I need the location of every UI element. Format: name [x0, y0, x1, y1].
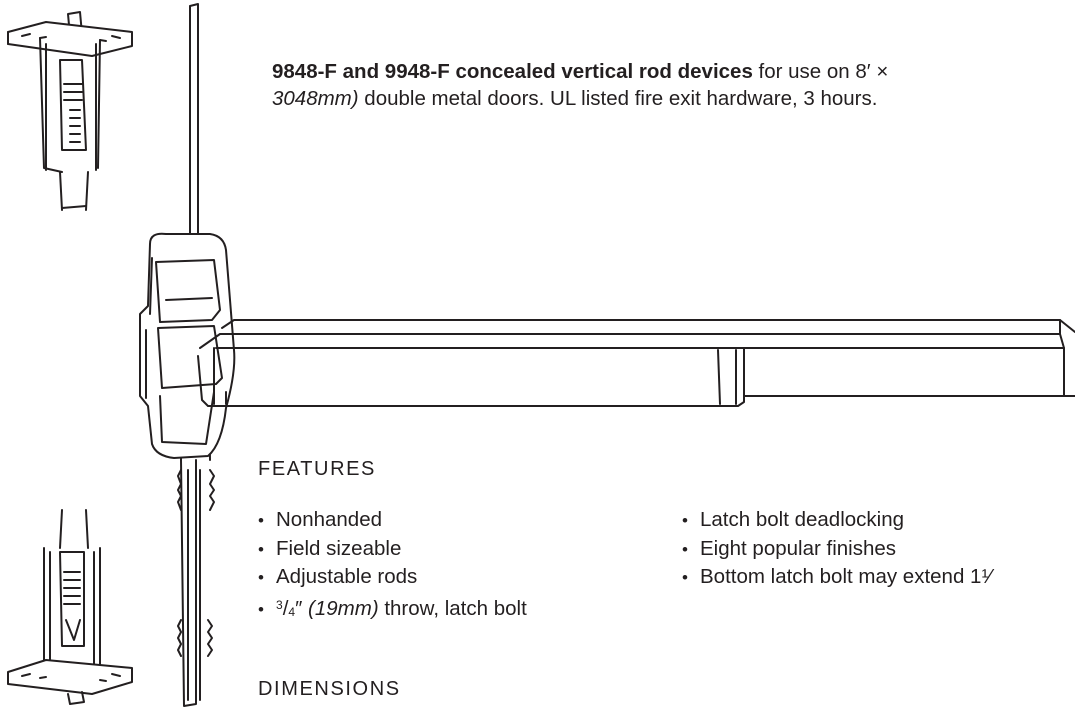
throw-metric: (19mm) — [308, 596, 379, 620]
product-title: 9848-F and 9948-F concealed vertical rod… — [272, 60, 753, 83]
intro-text-a: for use on 8′ × — [752, 60, 889, 83]
features-list-left: Nonhanded Field sizeable Adjustable rods… — [258, 506, 527, 626]
feature-item: Latch bolt deadlocking — [682, 506, 1075, 535]
features-list-right: Latch bolt deadlocking Eight popular fin… — [682, 506, 1075, 592]
feature-item: Bottom latch bolt may extend 1¹⁄ — [682, 563, 1075, 592]
feature-item: Eight popular finishes — [682, 535, 1075, 564]
device-head-icon — [139, 232, 236, 459]
intro-line-1: 9848-F and 9948-F concealed vertical rod… — [272, 58, 1075, 85]
feature-item-throw: 3/4″ (19mm) throw, latch bolt — [258, 592, 527, 627]
intro-line-2: 3048mm) double metal doors. UL listed fi… — [272, 85, 1075, 112]
features-heading: FEATURES — [258, 458, 376, 480]
feature-item: Nonhanded — [258, 506, 527, 535]
inch-mark: ″ — [295, 596, 309, 620]
intro-metric: 3048mm) — [272, 87, 359, 110]
feature-item: Adjustable rods — [258, 563, 527, 592]
fraction-numerator: 3 — [276, 597, 283, 612]
bottom-latch-detail-icon — [7, 509, 133, 705]
intro-text-b: double metal doors. UL listed fire exit … — [358, 87, 878, 110]
top-latch-detail-icon — [7, 11, 133, 211]
push-bar-icon — [197, 319, 1075, 407]
dimensions-heading: DIMENSIONS — [258, 678, 401, 700]
fraction-denominator: 4 — [288, 604, 296, 619]
intro-paragraph: 9848-F and 9948-F concealed vertical rod… — [272, 58, 1075, 112]
feature-item: Field sizeable — [258, 535, 527, 564]
throw-text: throw, latch bolt — [378, 596, 527, 620]
